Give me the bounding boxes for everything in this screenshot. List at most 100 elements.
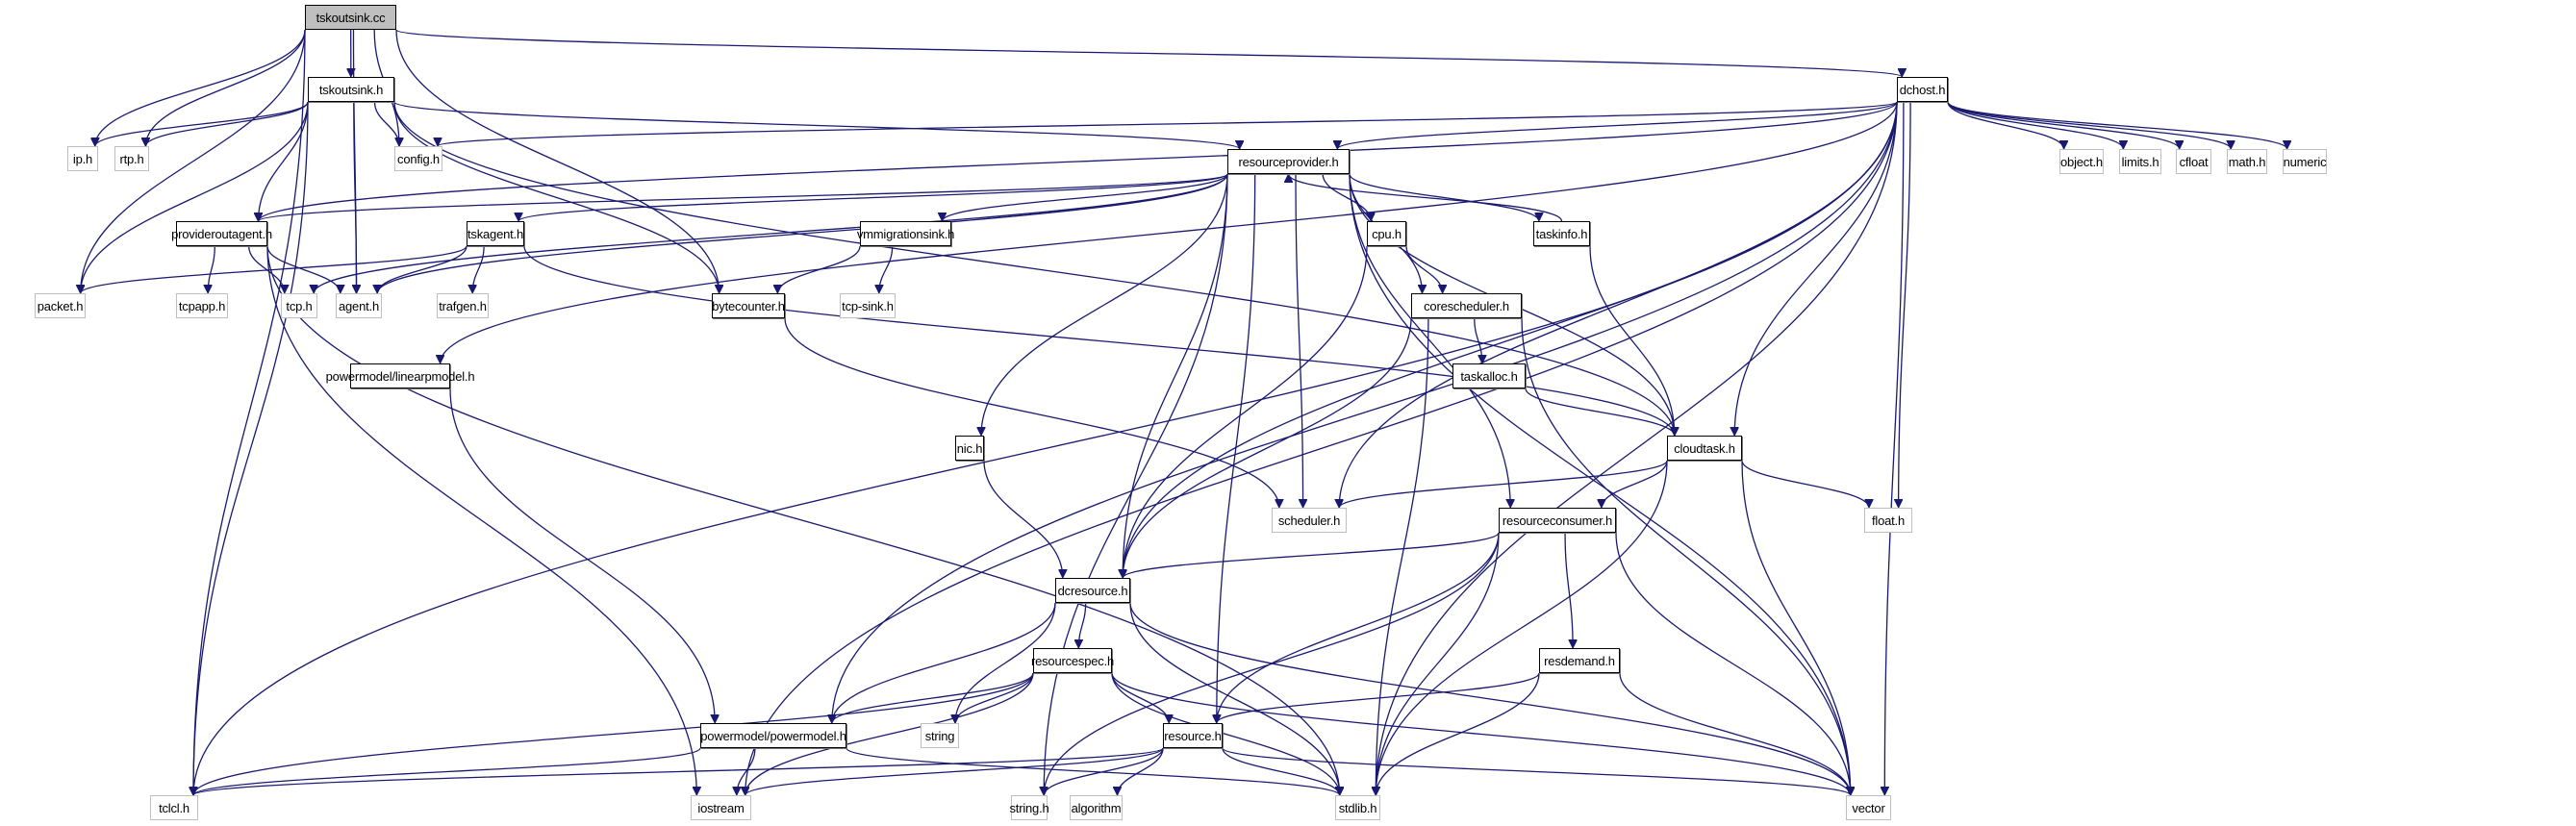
edge-dchost_h-to-cloudtask_h [1734, 101, 1898, 436]
node-provideroutagent-h[interactable]: provideroutagent.h [171, 221, 272, 246]
node-trafgen-h: trafgen.h [437, 293, 489, 318]
edge-taskinfo_h-to-resourceprovider_h [1289, 173, 1563, 222]
node-cloudtask-h[interactable]: cloudtask.h [1667, 436, 1742, 461]
edge-resource_h-to-tclcl_h [193, 747, 1164, 796]
node-float-h: float.h [1864, 508, 1912, 533]
edge-resourceprovider_h-to-vector [1349, 173, 1851, 795]
edge-dchost_h-to-powermodel_h [832, 101, 1898, 723]
edge-provideroutagent_h-to-tcpapp_h [208, 245, 215, 293]
edge-dchost_h-to-cfloat [1947, 101, 2180, 150]
edge-resourceprovider_h-to-cpu_h [1322, 173, 1371, 222]
edge-tskoutsink_h-to-agent_h [354, 101, 357, 293]
node-rtp-h: rtp.h [114, 146, 149, 171]
node-scheduler-h: scheduler.h [1272, 508, 1347, 533]
edge-powermodel_h-to-iostream [737, 747, 756, 796]
node-taskalloc-h[interactable]: taskalloc.h [1452, 363, 1526, 388]
edge-resource_h-to-string_h [1044, 747, 1164, 796]
edge-resourceprovider_h-to-provideroutagent_h [259, 173, 1228, 222]
edge-tskoutsink_h-to-resourceprovider_h [393, 101, 1240, 150]
edge-corescheduler_h-to-stdlib_h [1376, 317, 1429, 795]
edge-resourceconsumer_h-to-resource_h [1217, 532, 1500, 723]
node-algorithm: algorithm [1070, 795, 1123, 820]
edge-cloudtask_h-to-float_h [1741, 460, 1869, 509]
node-linearmodel-h[interactable]: powermodel/linearpmodel.h [326, 363, 475, 388]
edge-dchost_h-to-numeric [1947, 101, 2287, 150]
edge-tskoutsink_h-to-rtp_h [145, 101, 309, 147]
edge-tskoutsink_cc-to-ip_h [95, 29, 306, 146]
edge-tskoutsink_cc-to-bytecounter_h [395, 29, 720, 293]
edge-resourceprovider_h-to-nic_h [981, 173, 1228, 436]
node-resourceconsumer-h[interactable]: resourceconsumer.h [1499, 508, 1616, 533]
edge-dchost_h-to-config_h [438, 101, 1898, 147]
edge-dcresource_h-to-powermodel_h [832, 602, 1056, 723]
node-dcresource-h[interactable]: dcresource.h [1055, 578, 1130, 603]
edge-taskalloc_h-to-cloudtask_h [1525, 388, 1675, 437]
edge-tskagent_h-to-agent_h [377, 245, 467, 294]
edge-cloudtask_h-to-stdlib_h [1376, 460, 1668, 795]
edge-cloudtask_h-to-resourceconsumer_h [1602, 460, 1668, 509]
edge-resourceprovider_h-to-string_h [1044, 173, 1228, 795]
node-powermodel-h[interactable]: powermodel/powermodel.h [700, 723, 846, 748]
edge-resourcespec_h-to-iostream [745, 672, 1034, 795]
node-cpu-h[interactable]: cpu.h [1367, 221, 1406, 246]
edge-dchost_h-to-stdlib_h [1376, 101, 1898, 795]
edge-layer [81, 29, 2287, 796]
edge-resource_h-to-algorithm [1118, 747, 1164, 796]
edge-corescheduler_h-to-taskalloc_h [1474, 317, 1482, 363]
edge-resource_h-to-stdlib_h [1222, 747, 1340, 796]
node-ip-h: ip.h [67, 146, 98, 171]
node-taskinfo-h[interactable]: taskinfo.h [1533, 221, 1590, 246]
node-bytecounter-h[interactable]: bytecounter.h [712, 293, 785, 318]
edge-resourceprovider_h-to-tskagent_h [518, 173, 1228, 222]
edge-powermodel_h-to-tclcl_h [193, 747, 701, 796]
edge-dchost_h-to-provideroutagent_h [259, 101, 1898, 222]
edge-vmmigrationsink_h-to-bytecounter_h [777, 245, 861, 294]
node-resdemand-h[interactable]: resdemand.h [1539, 648, 1620, 673]
edge-tskoutsink_cc-to-dchost_h [395, 29, 1902, 78]
edge-resourceconsumer_h-to-stdlib_h [1376, 532, 1500, 795]
edge-resourceprovider_h-to-tcp_h [314, 173, 1228, 294]
edge-linearmodel_h-to-powermodel_h [449, 388, 715, 723]
node-iostream: iostream [691, 795, 751, 820]
edge-cpu_h-to-dcresource_h [1123, 245, 1368, 578]
edge-resourceconsumer_h-to-resdemand_h [1564, 532, 1573, 648]
node-corescheduler-h[interactable]: corescheduler.h [1411, 293, 1522, 318]
edge-dchost_h-to-resourceprovider_h [1337, 101, 1898, 150]
node-vmmigrationsink-h[interactable]: vmmigrationsink.h [857, 221, 954, 246]
node-vector: vector [1846, 795, 1891, 820]
node-resource-h[interactable]: resource.h [1163, 723, 1223, 748]
node-resourcespec-h[interactable]: resourcespec.h [1031, 648, 1114, 673]
node-tskoutsink-h[interactable]: tskoutsink.h [308, 77, 394, 102]
edge-dchost_h-to-iostream [745, 101, 1898, 795]
edge-resource_h-to-vector [1222, 747, 1851, 796]
node-tcp-sink-h: tcp-sink.h [840, 293, 896, 318]
edge-dcresource_h-to-stdlib_h [1129, 602, 1340, 795]
edge-dcresource_h-to-vector [1129, 602, 1851, 795]
node-tcp-h: tcp.h [281, 293, 317, 318]
edge-tskoutsink_h-to-cloudtask_h [393, 101, 1675, 436]
node-limits-h: limits.h [2119, 149, 2161, 174]
node-resourceprovider-h[interactable]: resourceprovider.h [1227, 149, 1350, 174]
edge-tskoutsink_cc-to-packet_h [81, 29, 306, 293]
node-math-h: math.h [2227, 149, 2267, 174]
edge-tskagent_h-to-trafgen_h [472, 245, 485, 293]
node-nic-h[interactable]: nic.h [955, 436, 984, 461]
node-dchost-h[interactable]: dchost.h [1897, 77, 1948, 102]
edge-corescheduler_h-to-dcresource_h [1123, 317, 1412, 578]
edge-dchost_h-to-float_h [1899, 101, 1911, 508]
edge-tskoutsink_cc-to-rtp_h [145, 29, 306, 146]
edge-corescheduler_h-to-vector [1521, 317, 1851, 795]
edge-cpu_h-to-corescheduler_h [1405, 245, 1443, 294]
edge-resourcespec_h-to-tclcl_h [193, 672, 1034, 796]
node-tskagent-h[interactable]: tskagent.h [467, 221, 524, 246]
edge-nic_h-to-dcresource_h [983, 460, 1063, 578]
edge-dchost_h-to-linearmodel_h [441, 101, 1898, 363]
edge-tskoutsink_h-to-bytecounter_h [393, 101, 720, 293]
edge-taskinfo_h-to-cloudtask_h [1589, 245, 1675, 436]
edge-resdemand_h-to-vector [1619, 672, 1851, 795]
edge-dchost_h-to-math_h [1947, 101, 2231, 150]
edge-provideroutagent_h-to-agent_h [266, 245, 341, 294]
edge-resourcespec_h-to-vector [1111, 672, 1851, 796]
edge-dchost_h-to-limits_h [1947, 101, 2123, 150]
